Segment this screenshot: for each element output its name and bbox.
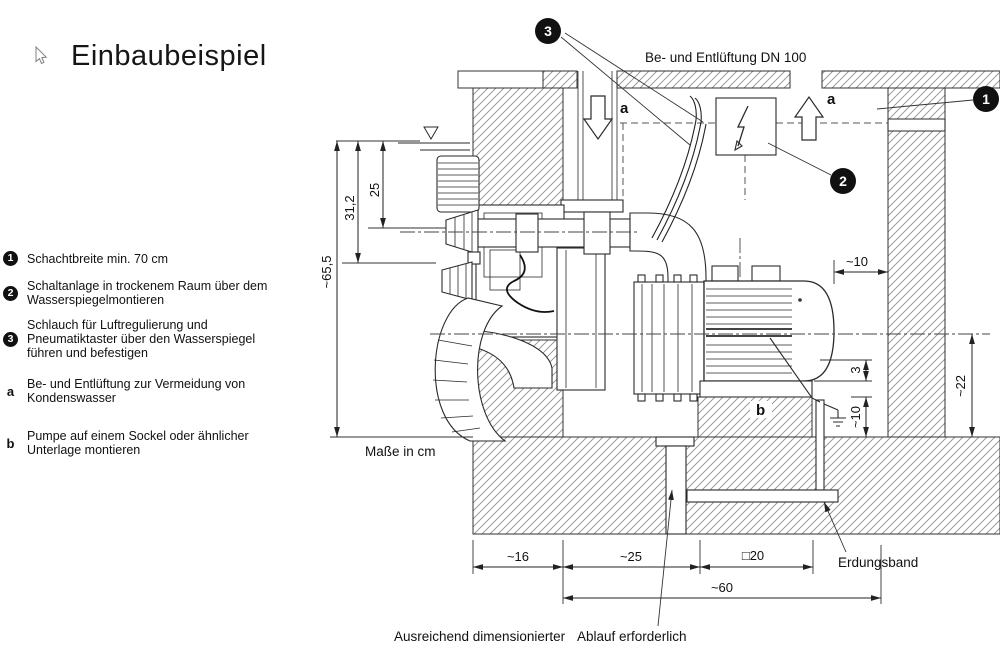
callout-2: 2 — [767, 142, 856, 194]
drain-leader-line — [657, 489, 674, 627]
cursor-icon — [35, 45, 48, 65]
units-note: Maße in cm — [365, 444, 436, 459]
dim-chamber-width: ~60 — [711, 580, 733, 595]
vent-duct — [577, 71, 618, 202]
drain-note-1: Ausreichend dimensionierter — [394, 629, 566, 644]
legend-text-1: Schachtbreite min. 70 cm — [27, 251, 169, 266]
legend-text-3: Schlauch für Luftregulierung und Pneumat… — [27, 318, 256, 360]
legend-marker-3: 3 — [3, 331, 18, 347]
airflow-down-arrow-icon — [582, 95, 614, 141]
legend-item-2: 2 Schaltanlage in trockenem Raum über de… — [3, 279, 281, 307]
pump-motor — [699, 265, 835, 398]
dim-wall-thickness: ~16 — [507, 549, 529, 564]
pneumatic-hoses — [651, 95, 707, 243]
dim-axis-floor: ~22 — [953, 375, 968, 397]
pump-wet-end — [633, 274, 705, 402]
callout-3: 3 — [535, 18, 704, 146]
legend-marker-2: 2 — [3, 285, 18, 301]
plinth-letter-b: b — [756, 402, 765, 419]
vent-letter-a: a — [827, 91, 836, 108]
discharge-elbow — [629, 212, 707, 285]
callout-1: 1 — [876, 86, 999, 112]
jet-pipe — [477, 211, 707, 285]
dimension-bottom: ~16 ~25 □20 ~60 — [472, 540, 882, 604]
airflow-up-arrow-icon — [793, 95, 825, 141]
legend-item-1: 1 Schachtbreite min. 70 cm — [3, 251, 281, 266]
air-hose-coil — [506, 254, 555, 313]
dim-nozzle-outer: 31,2 — [342, 195, 357, 220]
ground-strap-label: Erdungsband — [838, 555, 918, 570]
dim-pool-depth: ~65,5 — [319, 256, 334, 289]
right-wall — [887, 87, 946, 438]
ground-strap-bar — [686, 399, 839, 503]
electrical-box — [715, 97, 777, 156]
centerlines — [400, 231, 990, 335]
svg-text:1: 1 — [982, 91, 990, 107]
plinth: b — [697, 396, 813, 438]
legend-text-b: Pumpe auf einem Sockel oder ähnlicher Un… — [27, 429, 249, 457]
drain-note-2: Ablauf erforderlich — [577, 629, 687, 644]
page-title: Einbaubeispiel — [71, 40, 267, 72]
legend-marker-a: a — [6, 383, 15, 399]
legend-item-a: a Be- und Entlüftung zur Vermeidung von … — [3, 377, 281, 405]
dim-wall-plinth: ~25 — [620, 549, 642, 564]
svg-text:2: 2 — [839, 173, 847, 189]
legend-item-b: b Pumpe auf einem Sockel oder ähnlicher … — [3, 429, 281, 457]
dimension-left: ~65,5 31,2 25 — [319, 140, 473, 438]
legend-text-2: Schaltanlage in trockenem Raum über dem … — [27, 279, 268, 307]
dim-nozzle-inner: 25 — [367, 183, 382, 197]
dimension-right: ~10 3 ~10 ~22 — [814, 254, 990, 438]
legend-marker-b: b — [6, 435, 15, 451]
foundation — [472, 436, 1000, 535]
dry-room-boundary — [620, 122, 888, 200]
svg-text:3: 3 — [544, 23, 552, 39]
dim-base-clearance: 3 — [848, 366, 863, 373]
water-level-icon — [398, 126, 470, 151]
duct-letter-a: a — [620, 100, 629, 117]
legend-item-3: 3 Schlauch für Luftregulierung und Pneum… — [3, 318, 281, 360]
ceiling-slab — [457, 70, 1000, 89]
ground-strap-leader-line — [823, 501, 847, 553]
vent-label: Be- und Entlüftung DN 100 — [645, 50, 806, 65]
ground-symbol-icon — [769, 337, 846, 427]
dim-plinth-width: □20 — [742, 548, 764, 563]
drain-pipe — [655, 436, 695, 535]
legend-text-a: Be- und Entlüftung zur Vermeidung von Ko… — [27, 377, 246, 405]
legend-marker-1: 1 — [3, 251, 18, 266]
dim-plinth-height: ~10 — [848, 406, 863, 428]
dim-motor-wall: ~10 — [846, 254, 868, 269]
lightning-icon — [734, 105, 749, 152]
